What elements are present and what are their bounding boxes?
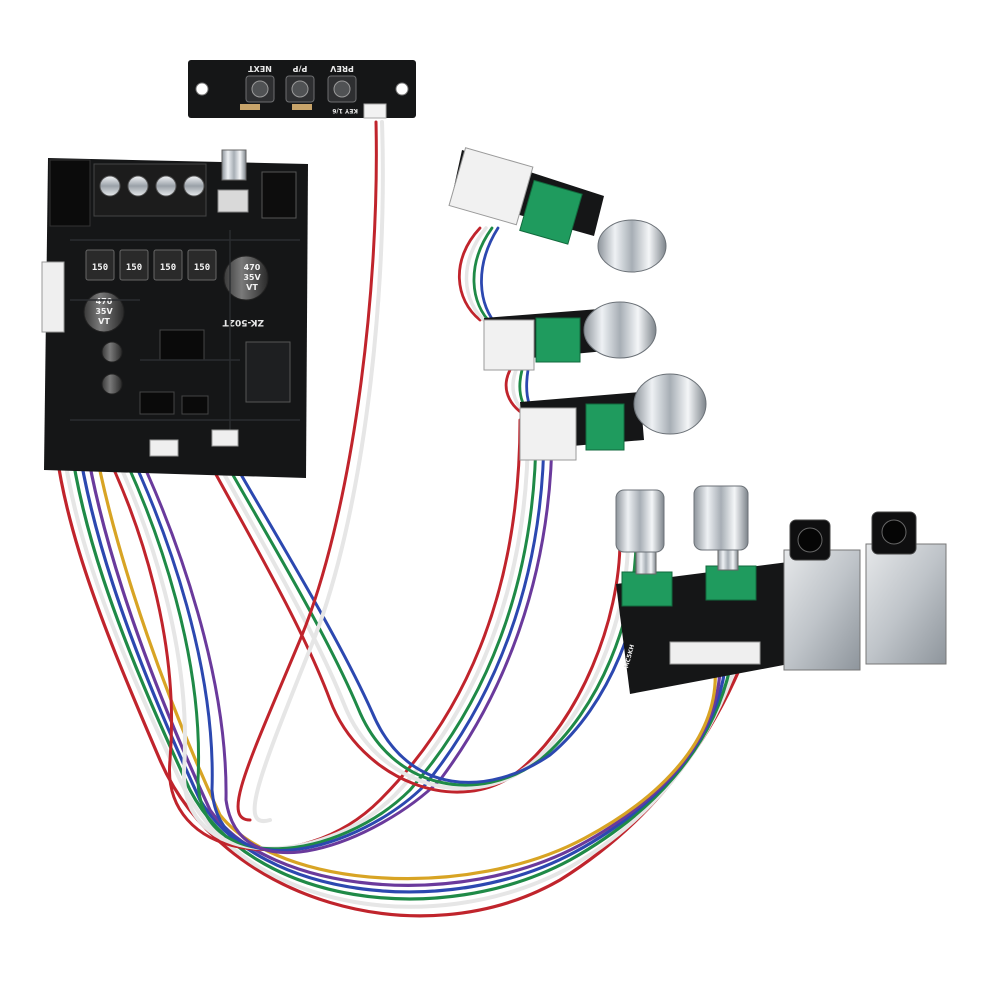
knob-chrome — [693, 485, 749, 551]
wire-blue — [222, 443, 646, 784]
button-label-pp: P/P — [293, 64, 308, 73]
wire-green — [472, 226, 494, 326]
wire-orange — [82, 358, 717, 881]
wire-red — [236, 120, 378, 822]
jack-board: MC5KH — [615, 485, 947, 694]
wire-white — [206, 443, 630, 791]
knob-chrome — [583, 301, 657, 359]
audio-jack-right — [865, 511, 947, 665]
inductor: 150 — [85, 249, 115, 281]
wire-harness-to-volume-pot — [198, 443, 646, 794]
wire-pair-button-board — [236, 120, 385, 824]
wire-harness-main-to-pots — [98, 418, 554, 854]
resistor — [292, 104, 312, 110]
board-model-label: ZK-502T — [222, 317, 264, 327]
knob-chrome — [615, 489, 665, 553]
ic-chip — [159, 329, 205, 361]
amplifier-pcb — [44, 158, 308, 478]
svg-text:150: 150 — [92, 263, 108, 273]
potentiometer-bottom — [519, 373, 707, 461]
mount-hole — [395, 82, 409, 96]
bluetooth-module — [245, 341, 291, 403]
screw-terminal-block — [93, 163, 207, 217]
screw — [183, 175, 205, 197]
side-connector — [41, 261, 65, 333]
wire-white — [464, 226, 488, 324]
audio-jack-left — [783, 519, 861, 671]
button-board: NEXT P/P PREV KEY 1/6 — [188, 60, 416, 119]
svg-text:470: 470 — [96, 297, 113, 306]
capacitor-small: 470 35V VT — [83, 291, 125, 333]
screw — [127, 175, 149, 197]
wire-harness-main-to-jack — [51, 358, 742, 918]
header-connector — [211, 429, 239, 447]
wire-green — [214, 443, 638, 787]
inductor: 150 — [119, 249, 149, 281]
svg-text:35V: 35V — [95, 307, 113, 316]
button-label-prev: PREV — [329, 64, 353, 73]
svg-text:35V: 35V — [243, 273, 261, 282]
capacitor-tiny — [101, 341, 123, 363]
inductor: 150 — [153, 249, 183, 281]
screw — [155, 175, 177, 197]
svg-text:VT: VT — [246, 283, 258, 292]
volume-pot-right — [693, 485, 757, 601]
header-connector — [149, 439, 179, 457]
ic-chip — [181, 395, 209, 415]
header-connector — [669, 641, 761, 665]
screw — [99, 175, 121, 197]
svg-text:VT: VT — [98, 317, 110, 326]
wire-green — [114, 418, 538, 851]
wire-red — [457, 226, 482, 322]
tact-button-next — [245, 75, 275, 103]
wire-white — [252, 120, 385, 824]
button-label-next: NEXT — [248, 64, 272, 73]
tact-button-pp — [285, 75, 315, 103]
connector-label: KEY 1/6 — [332, 107, 358, 114]
inductor-row: 150 150 150 150 — [85, 249, 217, 281]
ic-chip — [139, 391, 175, 415]
knob-chrome — [597, 219, 667, 273]
svg-text:470: 470 — [244, 263, 261, 272]
dc-power-jack — [49, 159, 91, 227]
wire-purple — [130, 418, 554, 854]
wire-connector — [363, 103, 387, 119]
capacitor-tiny — [101, 373, 123, 395]
slide-switch — [217, 189, 249, 213]
pcb-traces — [70, 230, 300, 440]
mount-hole — [195, 82, 209, 96]
tact-button-prev — [327, 75, 357, 103]
inductor: 150 — [187, 249, 217, 281]
capacitor-large: 470 35V VT — [223, 255, 269, 301]
amplifier-board: 150 150 150 150 470 35V VT 470 35V VT ZK… — [41, 149, 308, 478]
potentiometer-top — [448, 147, 667, 273]
audio-jack — [261, 171, 297, 219]
wire-blue — [122, 418, 546, 852]
potentiometer-middle — [483, 301, 657, 371]
knob-chrome — [633, 373, 707, 435]
usb-port — [221, 149, 247, 181]
svg-text:150: 150 — [194, 263, 210, 273]
wire-white — [57, 358, 737, 909]
wire-red — [198, 443, 622, 794]
svg-text:150: 150 — [126, 263, 142, 273]
wire-purple — [76, 358, 722, 887]
resistor — [240, 104, 260, 110]
wire-green — [64, 358, 732, 901]
volume-pot-left — [615, 489, 673, 607]
svg-text:150: 150 — [160, 263, 176, 273]
